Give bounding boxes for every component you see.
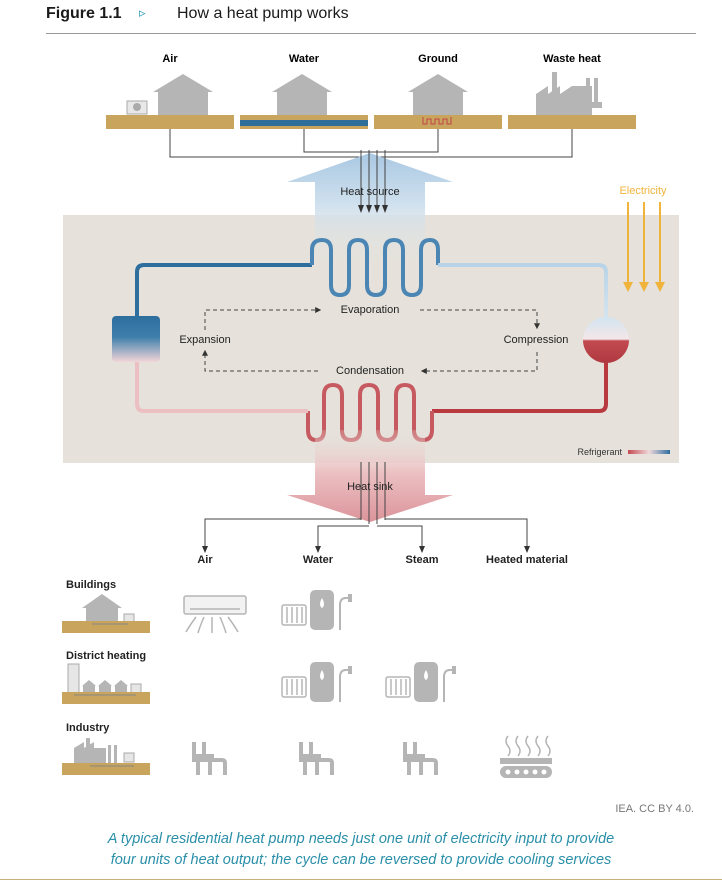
house-air-icon: [126, 74, 213, 115]
figure-marker-icon: ▹: [139, 5, 146, 20]
buildings-scene-icon: [62, 594, 150, 633]
output-label-steam: Steam: [405, 554, 438, 566]
radiator-water-tank-icon-district-steam: [385, 662, 456, 702]
air-conditioner-icon: [183, 595, 247, 634]
ground-strip-air: [106, 115, 234, 129]
heat-sink-arrow: [287, 430, 453, 522]
figure-title: How a heat pump works: [177, 5, 349, 22]
house-ground-icon: [408, 74, 468, 115]
refrigerant-circuit: [135, 238, 608, 442]
row-label-district-heating: District heating: [66, 650, 146, 662]
heat-source-label: Heat source: [340, 186, 399, 198]
industrial-pipe-icon-steam: [403, 742, 438, 775]
heat-sources: Air Water Ground Waste heat: [106, 53, 636, 158]
figure-label: Figure 1.1: [46, 5, 122, 22]
source-label-ground: Ground: [418, 53, 458, 65]
output-label-heated-material: Heated material: [486, 554, 568, 566]
bottom-divider: [0, 879, 722, 880]
ground-strip-waste-heat: [508, 115, 636, 129]
house-water-icon: [272, 74, 332, 115]
expansion-label: Expansion: [179, 334, 230, 346]
source-label-waste-heat: Waste heat: [543, 53, 601, 65]
row-label-buildings: Buildings: [66, 579, 116, 591]
output-label-air: Air: [197, 554, 213, 566]
industrial-pipe-icon-water: [299, 742, 334, 775]
water-layer: [240, 120, 368, 126]
district-heating-scene-icon: [62, 663, 150, 704]
caption-line-1: A typical residential heat pump needs ju…: [107, 831, 615, 847]
factory-icon: [536, 72, 602, 115]
industry-scene-icon: [62, 738, 150, 775]
row-label-industry: Industry: [66, 722, 110, 734]
refrigerant-legend-label: Refrigerant: [577, 447, 622, 457]
radiator-water-tank-icon-district-water: [281, 662, 352, 702]
cycle-direction-arrows: [202, 307, 540, 374]
heat-sink-label: Heat sink: [347, 481, 393, 493]
evaporation-label: Evaporation: [341, 304, 400, 316]
figure-caption: A typical residential heat pump needs ju…: [40, 829, 682, 871]
output-label-water: Water: [303, 554, 334, 566]
expansion-valve-icon: [112, 316, 160, 362]
source-label-water: Water: [289, 53, 320, 65]
credit-text: IEA. CC BY 4.0.: [615, 803, 694, 815]
condensation-label: Condensation: [336, 365, 404, 377]
radiator-water-tank-icon-buildings: [281, 590, 352, 630]
source-label-air: Air: [162, 53, 178, 65]
electricity-label: Electricity: [619, 185, 667, 197]
compression-label: Compression: [504, 334, 569, 346]
heated-material-conveyor-icon: [500, 735, 552, 778]
industrial-pipe-icon-air: [192, 742, 227, 775]
ground-loop-icon: [422, 117, 452, 125]
title-divider: [46, 33, 696, 34]
caption-line-2: four units of heat output; the cycle can…: [110, 852, 612, 868]
compressor-icon: [583, 317, 629, 363]
electricity-arrows: [623, 202, 665, 292]
ground-strip-ground: [374, 115, 502, 129]
refrigerant-legend-swatch: [628, 450, 670, 454]
